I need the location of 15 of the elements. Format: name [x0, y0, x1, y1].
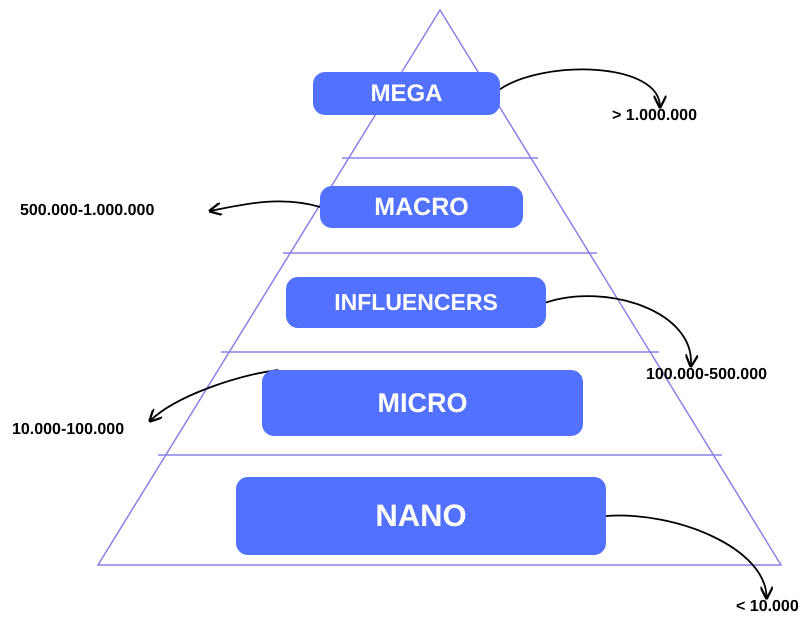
curved-arrow: [148, 369, 278, 423]
curved-arrow: [208, 200, 320, 216]
follower-range-label: 10.000-100.000: [12, 421, 124, 439]
tier-pill: NANO: [236, 477, 606, 555]
tier-pill: INFLUENCERS: [286, 277, 546, 328]
follower-range-label: 500.000-1.000.000: [20, 202, 154, 220]
curved-arrow: [606, 514, 772, 600]
follower-range-label: > 1.000.000: [612, 107, 697, 125]
tier-pill: MEGA: [313, 72, 500, 115]
tier-pill: MACRO: [320, 186, 523, 228]
curved-arrow: [546, 295, 698, 368]
follower-range-label: 100.000-500.000: [646, 366, 767, 384]
follower-range-label: < 10.000: [736, 598, 799, 616]
curved-arrow: [500, 68, 665, 110]
tier-pill: MICRO: [262, 370, 583, 436]
